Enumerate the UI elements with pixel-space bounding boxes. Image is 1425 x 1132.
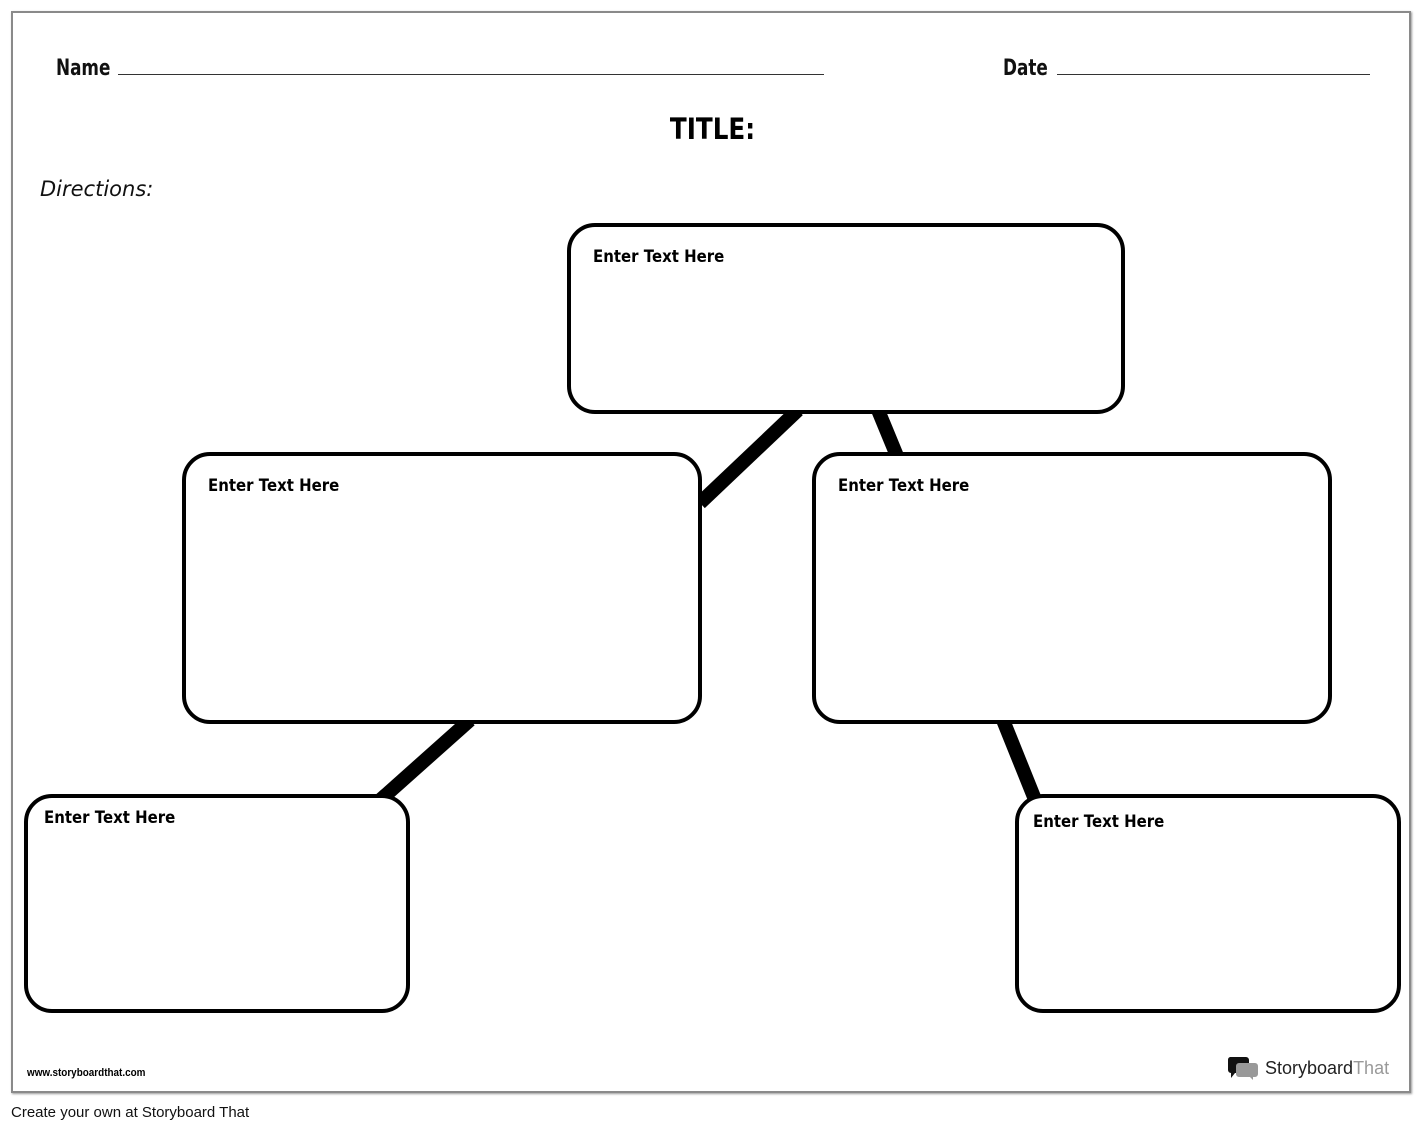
page-title: TITLE:: [669, 112, 756, 146]
box-text: Enter Text Here: [44, 808, 176, 828]
box-text: Enter Text Here: [1033, 812, 1165, 832]
speech-bubbles-icon: [1227, 1057, 1258, 1080]
text-box-top[interactable]: Enter Text Here: [567, 223, 1125, 414]
create-your-own-link[interactable]: Create your own at Storyboard That: [11, 1104, 250, 1121]
text-box-middle-left[interactable]: Enter Text Here: [182, 452, 702, 724]
name-line[interactable]: [118, 74, 824, 75]
date-line[interactable]: [1057, 74, 1370, 75]
connector-left-bottom: [373, 714, 475, 808]
date-label: Date: [1003, 56, 1048, 81]
text-box-bottom-right[interactable]: Enter Text Here: [1015, 794, 1401, 1013]
directions-label: Directions:: [40, 177, 154, 201]
connector-right-bottom: [996, 717, 1043, 805]
box-text: Enter Text Here: [593, 247, 725, 267]
connector-top-left: [695, 404, 803, 509]
storyboardthat-logo: StoryboardThat: [1227, 1055, 1389, 1081]
box-text: Enter Text Here: [838, 476, 970, 496]
text-box-bottom-left[interactable]: Enter Text Here: [24, 794, 410, 1013]
brand-storyboard: Storyboard: [1265, 1057, 1354, 1078]
box-text: Enter Text Here: [208, 476, 340, 496]
text-box-middle-right[interactable]: Enter Text Here: [812, 452, 1332, 724]
brand-that: That: [1353, 1057, 1390, 1078]
name-label: Name: [56, 56, 111, 81]
connector-top-right: [871, 407, 904, 459]
worksheet-frame: [11, 11, 1411, 1093]
website-url: www.storyboardthat.com: [27, 1067, 146, 1079]
